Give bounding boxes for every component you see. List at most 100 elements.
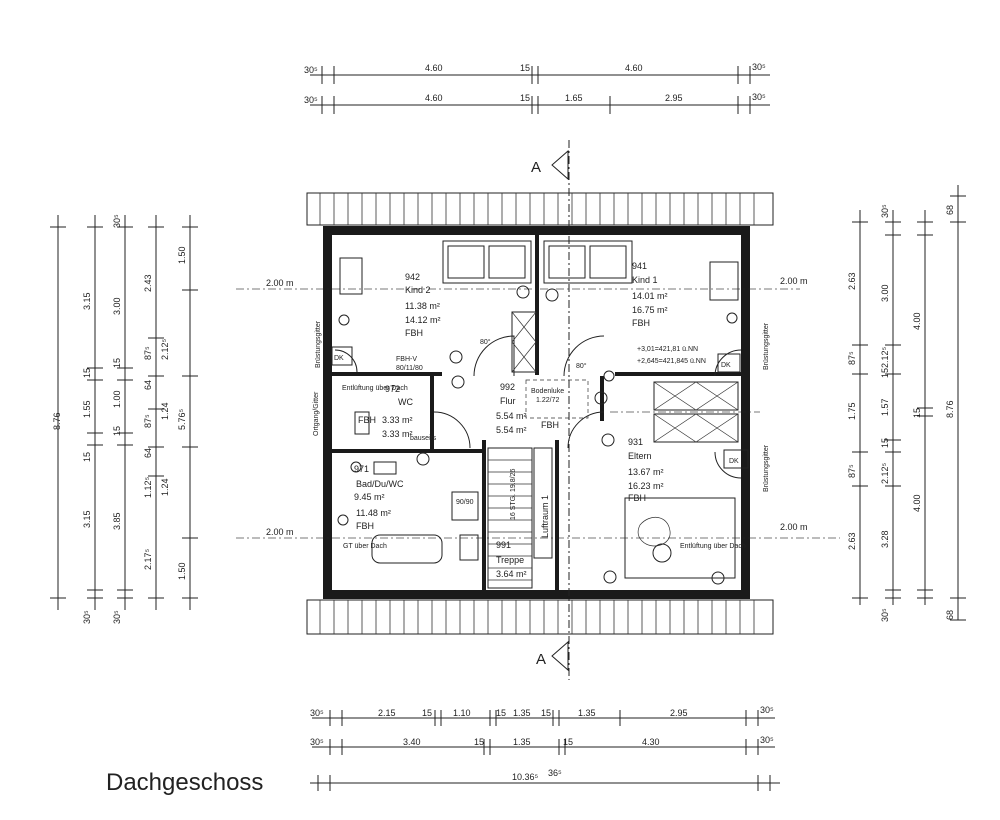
ortgang-label: Ortgang/Gitter <box>313 391 320 436</box>
dim: 15 <box>520 63 530 73</box>
room-heating: FBH <box>358 415 376 425</box>
dim: 30⁵ <box>310 737 324 747</box>
dk-chimneys: DK DK DK <box>331 346 749 469</box>
room-area-1: 13.67 m² <box>628 467 664 477</box>
dim: 87⁵ <box>143 414 153 428</box>
dim: 15 <box>474 737 484 747</box>
dim: 15 <box>563 737 573 747</box>
dim: 30⁵ <box>752 92 766 102</box>
room-area-1: 9.45 m² <box>354 492 385 502</box>
bauseits-label: bauseits <box>410 435 437 442</box>
room-kind2: 942 Kind 2 11.38 m² 14.12 m² FBH <box>405 272 441 338</box>
dim: 30⁵ <box>112 610 122 624</box>
dim: 10.36⁵ <box>512 772 539 782</box>
dim: 15 <box>422 708 432 718</box>
room-number: 941 <box>632 261 647 271</box>
dim: 68 <box>945 205 955 215</box>
skylights <box>442 240 739 443</box>
dim: 15 <box>496 708 506 718</box>
bodenluke-size: 1.22/72 <box>536 397 559 404</box>
dim: 1.12⁵ <box>143 476 153 498</box>
room-heating: FBH <box>356 521 374 531</box>
dim: 30⁵ <box>310 708 324 718</box>
dim: 1.35 <box>513 708 531 718</box>
dim: 87⁵ <box>847 464 857 478</box>
room-treppe: 991 Treppe 3.64 m² <box>496 540 527 579</box>
dim: 3.40 <box>403 737 421 747</box>
room-number: 991 <box>496 540 511 550</box>
room-area-2: 16.75 m² <box>632 305 668 315</box>
dim: 2.12⁵ <box>880 462 890 484</box>
dim: 30⁵ <box>760 705 774 715</box>
room-heating: FBH <box>628 493 646 503</box>
plant-symbols <box>337 285 738 585</box>
dim: 2.12⁵ <box>160 338 170 360</box>
dim: 15 <box>912 408 922 418</box>
dim: 2.63 <box>847 272 857 290</box>
dim: 3.28 <box>880 530 890 548</box>
dim: 2.17⁵ <box>143 548 153 570</box>
room-area-1: 5.54 m² <box>496 411 527 421</box>
height-label-4: 2.00 m <box>780 522 808 532</box>
bruestung-label-left: Brüstungsgitter <box>315 320 322 368</box>
dim: 2.15 <box>378 708 396 718</box>
dim: 15 <box>880 438 890 448</box>
shower-size: 90/90 <box>456 499 474 506</box>
dim: 3.85 <box>112 512 122 530</box>
room-area-2: 14.12 m² <box>405 315 441 325</box>
room-wc: 972 WC 3.33 m² 3.33 m² FBH <box>358 384 413 439</box>
room-bad: 971 Bad/Du/WC 9.45 m² 11.48 m² FBH <box>354 464 404 531</box>
dim: 30⁵ <box>760 735 774 745</box>
dim: 8.76 <box>945 400 955 418</box>
room-name: Kind 1 <box>632 275 658 285</box>
dimensions-top: 30⁵ 4.60 15 4.60 30⁵ 30⁵ 4.60 15 1.65 2.… <box>304 62 770 114</box>
dim: 15 <box>82 452 92 462</box>
eltern-vent-label: Entlüftung über Dach <box>680 543 746 550</box>
section-label-top: A <box>531 159 541 176</box>
dk-label-3: DK <box>729 458 739 465</box>
wc-vent-label: Entlüftung über Dach <box>342 385 408 392</box>
section-label-bottom: A <box>536 651 546 668</box>
room-area-1: 11.38 m² <box>405 301 440 311</box>
dim: 1.00 <box>112 390 122 408</box>
dim: 2.95 <box>670 708 688 718</box>
dim: 4.60 <box>425 63 443 73</box>
luftraum-label: Luftraum 1 <box>540 495 550 538</box>
dim: 64 <box>143 448 153 458</box>
dim: 3.00 <box>880 284 890 302</box>
stairs-label: 16 STG. 19.8/26 <box>510 469 517 520</box>
dimensions-bottom: 30⁵ 2.15 15 1.10 15 1.35 15 1.35 2.95 30… <box>310 705 780 791</box>
dim: 87⁵ <box>143 346 153 360</box>
room-number: 992 <box>500 382 515 392</box>
dim: 1.75 <box>847 402 857 420</box>
dim: 30⁵ <box>752 62 766 72</box>
room-name: Eltern <box>628 451 652 461</box>
dim: 1.65 <box>565 93 583 103</box>
dim: 15 <box>82 368 92 378</box>
room-name: Treppe <box>496 555 524 565</box>
dim: 30⁵ <box>304 95 318 105</box>
dim: 68 <box>945 610 955 620</box>
dim: 15 <box>541 708 551 718</box>
dim: 3.15 <box>82 292 92 310</box>
room-name: WC <box>398 397 413 407</box>
room-number: 972 <box>385 384 400 394</box>
room-heating: FBH <box>541 420 559 430</box>
room-flur: 992 Flur 5.54 m² 5.54 m² FBH <box>496 382 559 435</box>
level-label-1: +3,01=421,81 ü.NN <box>637 346 698 353</box>
dim: 64 <box>143 380 153 390</box>
room-name: Flur <box>500 396 516 406</box>
doors <box>334 335 742 479</box>
dim: 2.12⁵ <box>880 346 890 368</box>
dk-label-1: DK <box>334 355 344 362</box>
dimensions-left: 8.76 3.15 15 1.55 15 3.15 30⁵ 30⁵ 3.00 1… <box>50 214 198 624</box>
dim: 4.30 <box>642 737 660 747</box>
room-area-1: 3.33 m² <box>382 415 413 425</box>
room-eltern: 931 Eltern 13.67 m² 16.23 m² FBH <box>628 437 664 503</box>
dim: 30⁵ <box>82 610 92 624</box>
sanitary-objects <box>354 411 479 564</box>
staircase <box>487 447 553 589</box>
dim: 4.00 <box>912 494 922 512</box>
room-area-2: 3.33 m² <box>382 429 413 439</box>
